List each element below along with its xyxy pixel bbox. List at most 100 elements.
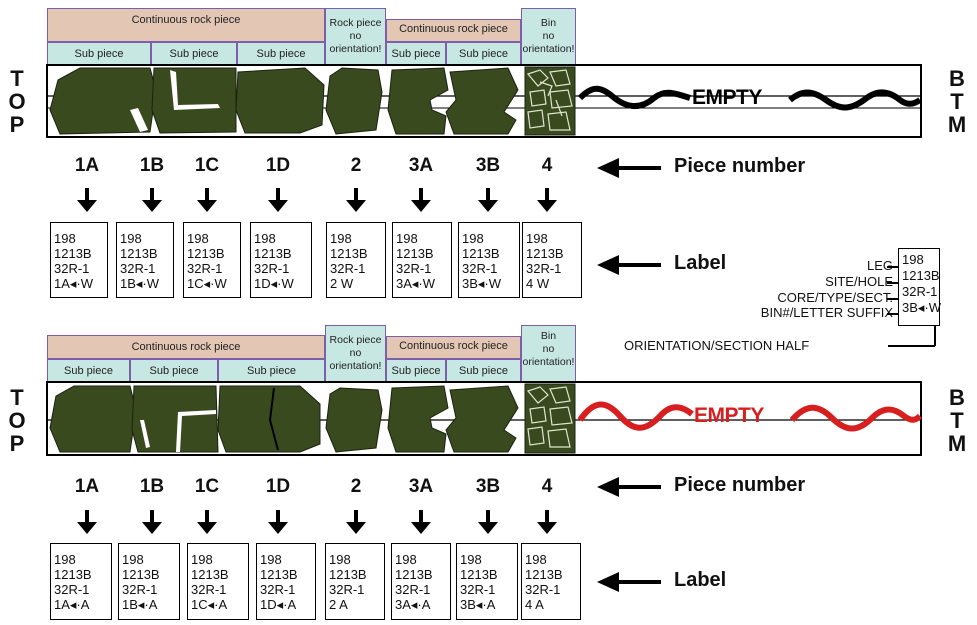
top-letter-p-1: P (9, 112, 25, 137)
down-arrow-icon (537, 200, 557, 212)
piece-number-arrow-shaft-bottom (615, 485, 661, 489)
label-line-4: 1B◂·W (120, 276, 160, 291)
piece-number-4-top: 4 (541, 155, 553, 176)
orientation-arrow-icon: ◂· (270, 276, 282, 291)
rock-crack-1a (130, 108, 148, 132)
down-arrow-shaft-top (545, 188, 549, 202)
header-continuous-4: Continuous rock piece (386, 336, 521, 359)
rock-no-orient-line3: orientation! (329, 43, 382, 55)
header-continuous-4-text: Continuous rock piece (399, 340, 508, 352)
label-line-2: 1213B (260, 567, 298, 582)
down-arrow-shaft-top (419, 188, 423, 202)
label-line-3: 32R-1 (122, 582, 158, 597)
bin-no-orient-line1: Bin (540, 17, 557, 29)
label-line-3: 32R-1 (191, 582, 227, 597)
core-tray-top (46, 64, 922, 138)
orientation-arrow-icon: ◂· (410, 597, 422, 612)
bin-no-orient-line3: orientation! (522, 43, 575, 55)
legend-label-box: 198 1213B 32R-1 3B◂·W (898, 248, 941, 326)
legend-orientation: ORIENTATION/SECTION HALF (624, 338, 810, 353)
header-subpiece-8: Sub piece (218, 359, 325, 382)
rock-no-orient-line2-b: no (349, 347, 362, 359)
down-arrow-shaft-bottom (354, 510, 358, 524)
piece-number-3a-bottom: 3A (408, 476, 434, 497)
down-arrow-icon (346, 200, 366, 212)
rock-no-orient-line3-b: orientation! (329, 360, 382, 372)
piece-number-1c-bottom: 1C (194, 476, 220, 497)
down-arrow-icon (478, 522, 498, 534)
label-line-1: 198 (54, 552, 76, 567)
label-line-1: 198 (54, 231, 76, 246)
rock-bin-4-rubble (526, 69, 573, 131)
piece-number-arrow-head-bottom (597, 477, 619, 497)
header-subpiece-3-text: Sub piece (256, 47, 306, 60)
label-line-2: 1213B (187, 246, 225, 261)
piece-number-1d-top: 1D (265, 155, 291, 176)
header-subpiece-1-text: Sub piece (74, 47, 124, 60)
label-line-3: 32R-1 (254, 261, 290, 276)
legend-value-site: 1213B (902, 268, 940, 283)
bin-no-orient-line2-b: no (542, 343, 555, 355)
label-line-2: 1213B (254, 246, 292, 261)
piece-number-1c-top: 1C (194, 155, 220, 176)
orientation-arrow-icon: ◂· (477, 276, 489, 291)
label-line-3: 32R-1 (395, 582, 431, 597)
label-line-1: 198 (330, 231, 352, 246)
down-arrow-shaft-top (276, 188, 280, 202)
label-line-3: 32R-1 (396, 261, 432, 276)
piece-number-1a-bottom: 1A (74, 476, 100, 497)
legend-bin: BIN#/LETTER SUFFIX (760, 305, 893, 320)
header-subpiece-8-text: Sub piece (247, 364, 296, 377)
down-arrow-icon (411, 200, 431, 212)
down-arrow-shaft-bottom (486, 510, 490, 524)
header-subpiece-10-text: Sub piece (459, 364, 508, 377)
label-line-2: 1213B (330, 246, 368, 261)
legend-tick-3 (887, 298, 898, 300)
label-line-3: 32R-1 (120, 261, 156, 276)
label-line-4: 3A◂·A (395, 597, 431, 612)
label-line-4: 2 A (329, 597, 348, 612)
label-line-1: 198 (260, 552, 282, 567)
label-line-3: 32R-1 (460, 582, 496, 597)
label-line-1: 198 (526, 231, 548, 246)
label-line-3: 32R-1 (54, 582, 90, 597)
header-subpiece-5-text: Sub piece (459, 47, 508, 60)
rock-bin-4-b-rubble (526, 386, 573, 448)
piece-number-annotation-top: Piece number (674, 155, 806, 177)
label-arrow-shaft-top (615, 263, 661, 267)
rock-crack-1b (170, 70, 220, 110)
label-line-2: 1213B (122, 567, 160, 582)
label-line-1: 198 (460, 552, 482, 567)
label-line-3: 32R-1 (330, 261, 366, 276)
label-line-3: 32R-1 (187, 261, 223, 276)
down-arrow-icon (346, 522, 366, 534)
header-continuous-2-text: Continuous rock piece (399, 23, 508, 35)
bin-no-orient-line3-b: orientation! (522, 356, 575, 368)
top-letter-t-1: T (10, 66, 24, 91)
label-line-3: 32R-1 (54, 261, 90, 276)
rock-no-orient-line1-b: Rock piece (329, 334, 382, 346)
orientation-arrow-icon: ◂· (137, 597, 149, 612)
label-arrow-head-top (597, 255, 619, 275)
header-continuous-1: Continuous rock piece (47, 8, 325, 42)
orientation-arrow-icon: ◂· (69, 597, 81, 612)
label-line-4: 4 W (526, 276, 550, 291)
down-arrow-icon (537, 522, 557, 534)
rock-no-orient-line1: Rock piece (329, 17, 382, 29)
empty-label-top: EMPTY (692, 86, 762, 109)
top-letter-o-2: O (8, 408, 26, 433)
piece-number-arrow-head-top (597, 158, 619, 178)
down-arrow-icon (77, 200, 97, 212)
piece-number-3a-top: 3A (408, 155, 434, 176)
piece-number-3b-top: 3B (475, 155, 501, 176)
legend-value-core: 32R-1 (902, 284, 938, 299)
label-line-3: 32R-1 (329, 582, 365, 597)
